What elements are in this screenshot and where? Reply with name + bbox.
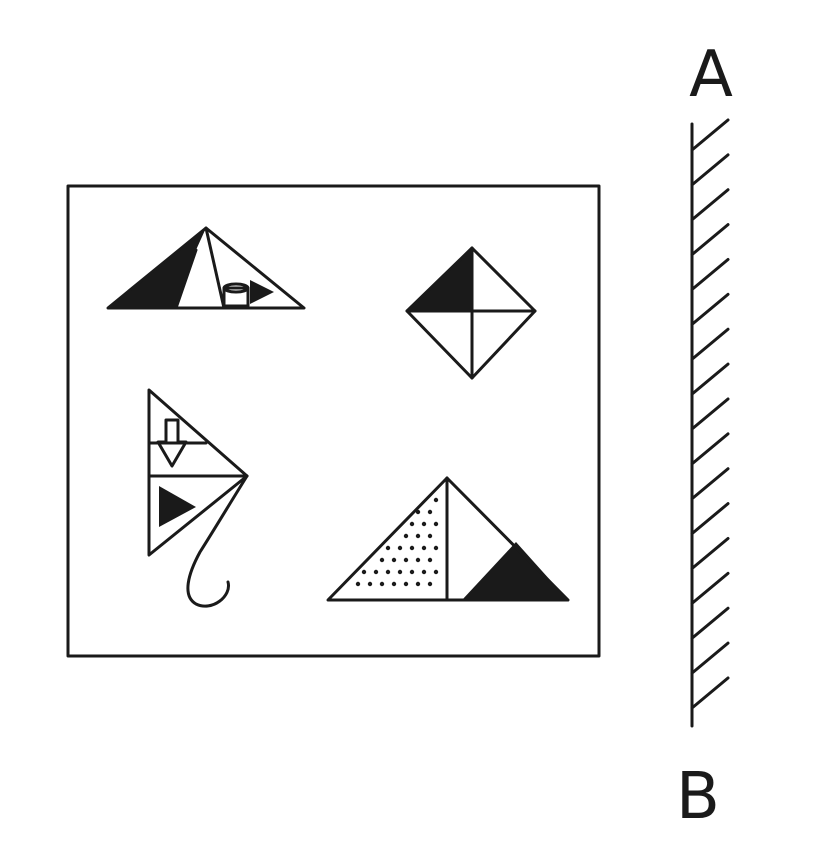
hatch-mark [690,292,730,326]
black-bottom-right-region [462,542,568,600]
kite-figure [147,388,249,608]
dot-mark [391,557,397,563]
dot-mark [427,509,433,515]
mirror-hatches [690,118,730,710]
dot-mark [391,581,397,587]
dot-mark [397,569,403,575]
hatch-mark [690,606,730,640]
hatch-mark [690,502,730,536]
dot-mark [421,569,427,575]
dot-mark [427,557,433,563]
hatch-mark [690,676,730,710]
black-right-triangle-mark [250,280,274,304]
dot-mark [433,497,439,503]
dotted-triangle-figure [326,476,570,602]
dot-mark [361,569,367,575]
label-a: A [689,38,733,112]
dot-mark [403,533,409,539]
flat-triangle-outline [106,226,306,310]
dot-mark [433,521,439,527]
divider-right [204,226,226,310]
dot-mark [415,533,421,539]
hatch-mark [690,362,730,396]
hatch-mark [690,397,730,431]
dot-mark [355,581,361,587]
dot-mark [397,545,403,551]
mirror-ab [690,118,730,728]
hatch-mark [690,188,730,222]
hatch-mark [690,537,730,570]
label-b: B [676,760,720,834]
kite-tail [186,474,249,608]
dot-mark [403,581,409,587]
diamond-figure [405,246,537,380]
dot-mark [421,545,427,551]
dot-mark [415,581,421,587]
dot-mark [379,557,385,563]
hatch-mark [690,327,730,361]
hatch-mark [690,641,730,675]
down-arrow-icon [156,418,188,468]
hatch-mark [690,467,730,501]
kite-outline [147,388,249,557]
hatch-mark [690,223,730,257]
flat-triangle-figure [106,226,306,310]
cylinder-top [222,282,250,294]
dot-mark [403,557,409,563]
dot-mark [409,569,415,575]
hatch-mark [690,118,730,152]
dot-mark [409,545,415,551]
dot-mark [385,545,391,551]
dot-mark [433,569,439,575]
dot-mark [379,581,385,587]
black-triangle-pointing-right [159,486,196,527]
hatch-mark [690,258,730,291]
dot-mark [385,569,391,575]
hatch-mark [690,153,730,187]
dot-mark [367,581,373,587]
dotted-left-region [355,497,439,587]
dot-mark [415,509,421,515]
divider-left [174,248,198,310]
hatch-mark [690,571,730,605]
dot-mark [427,533,433,539]
dot-mark [373,569,379,575]
dot-mark [433,545,439,551]
small-cylinder [222,286,250,308]
dot-mark [415,557,421,563]
frame-border [66,184,601,658]
dot-mark [409,521,415,527]
hatch-mark [690,432,730,466]
dot-mark [427,581,433,587]
dot-mark [421,521,427,527]
